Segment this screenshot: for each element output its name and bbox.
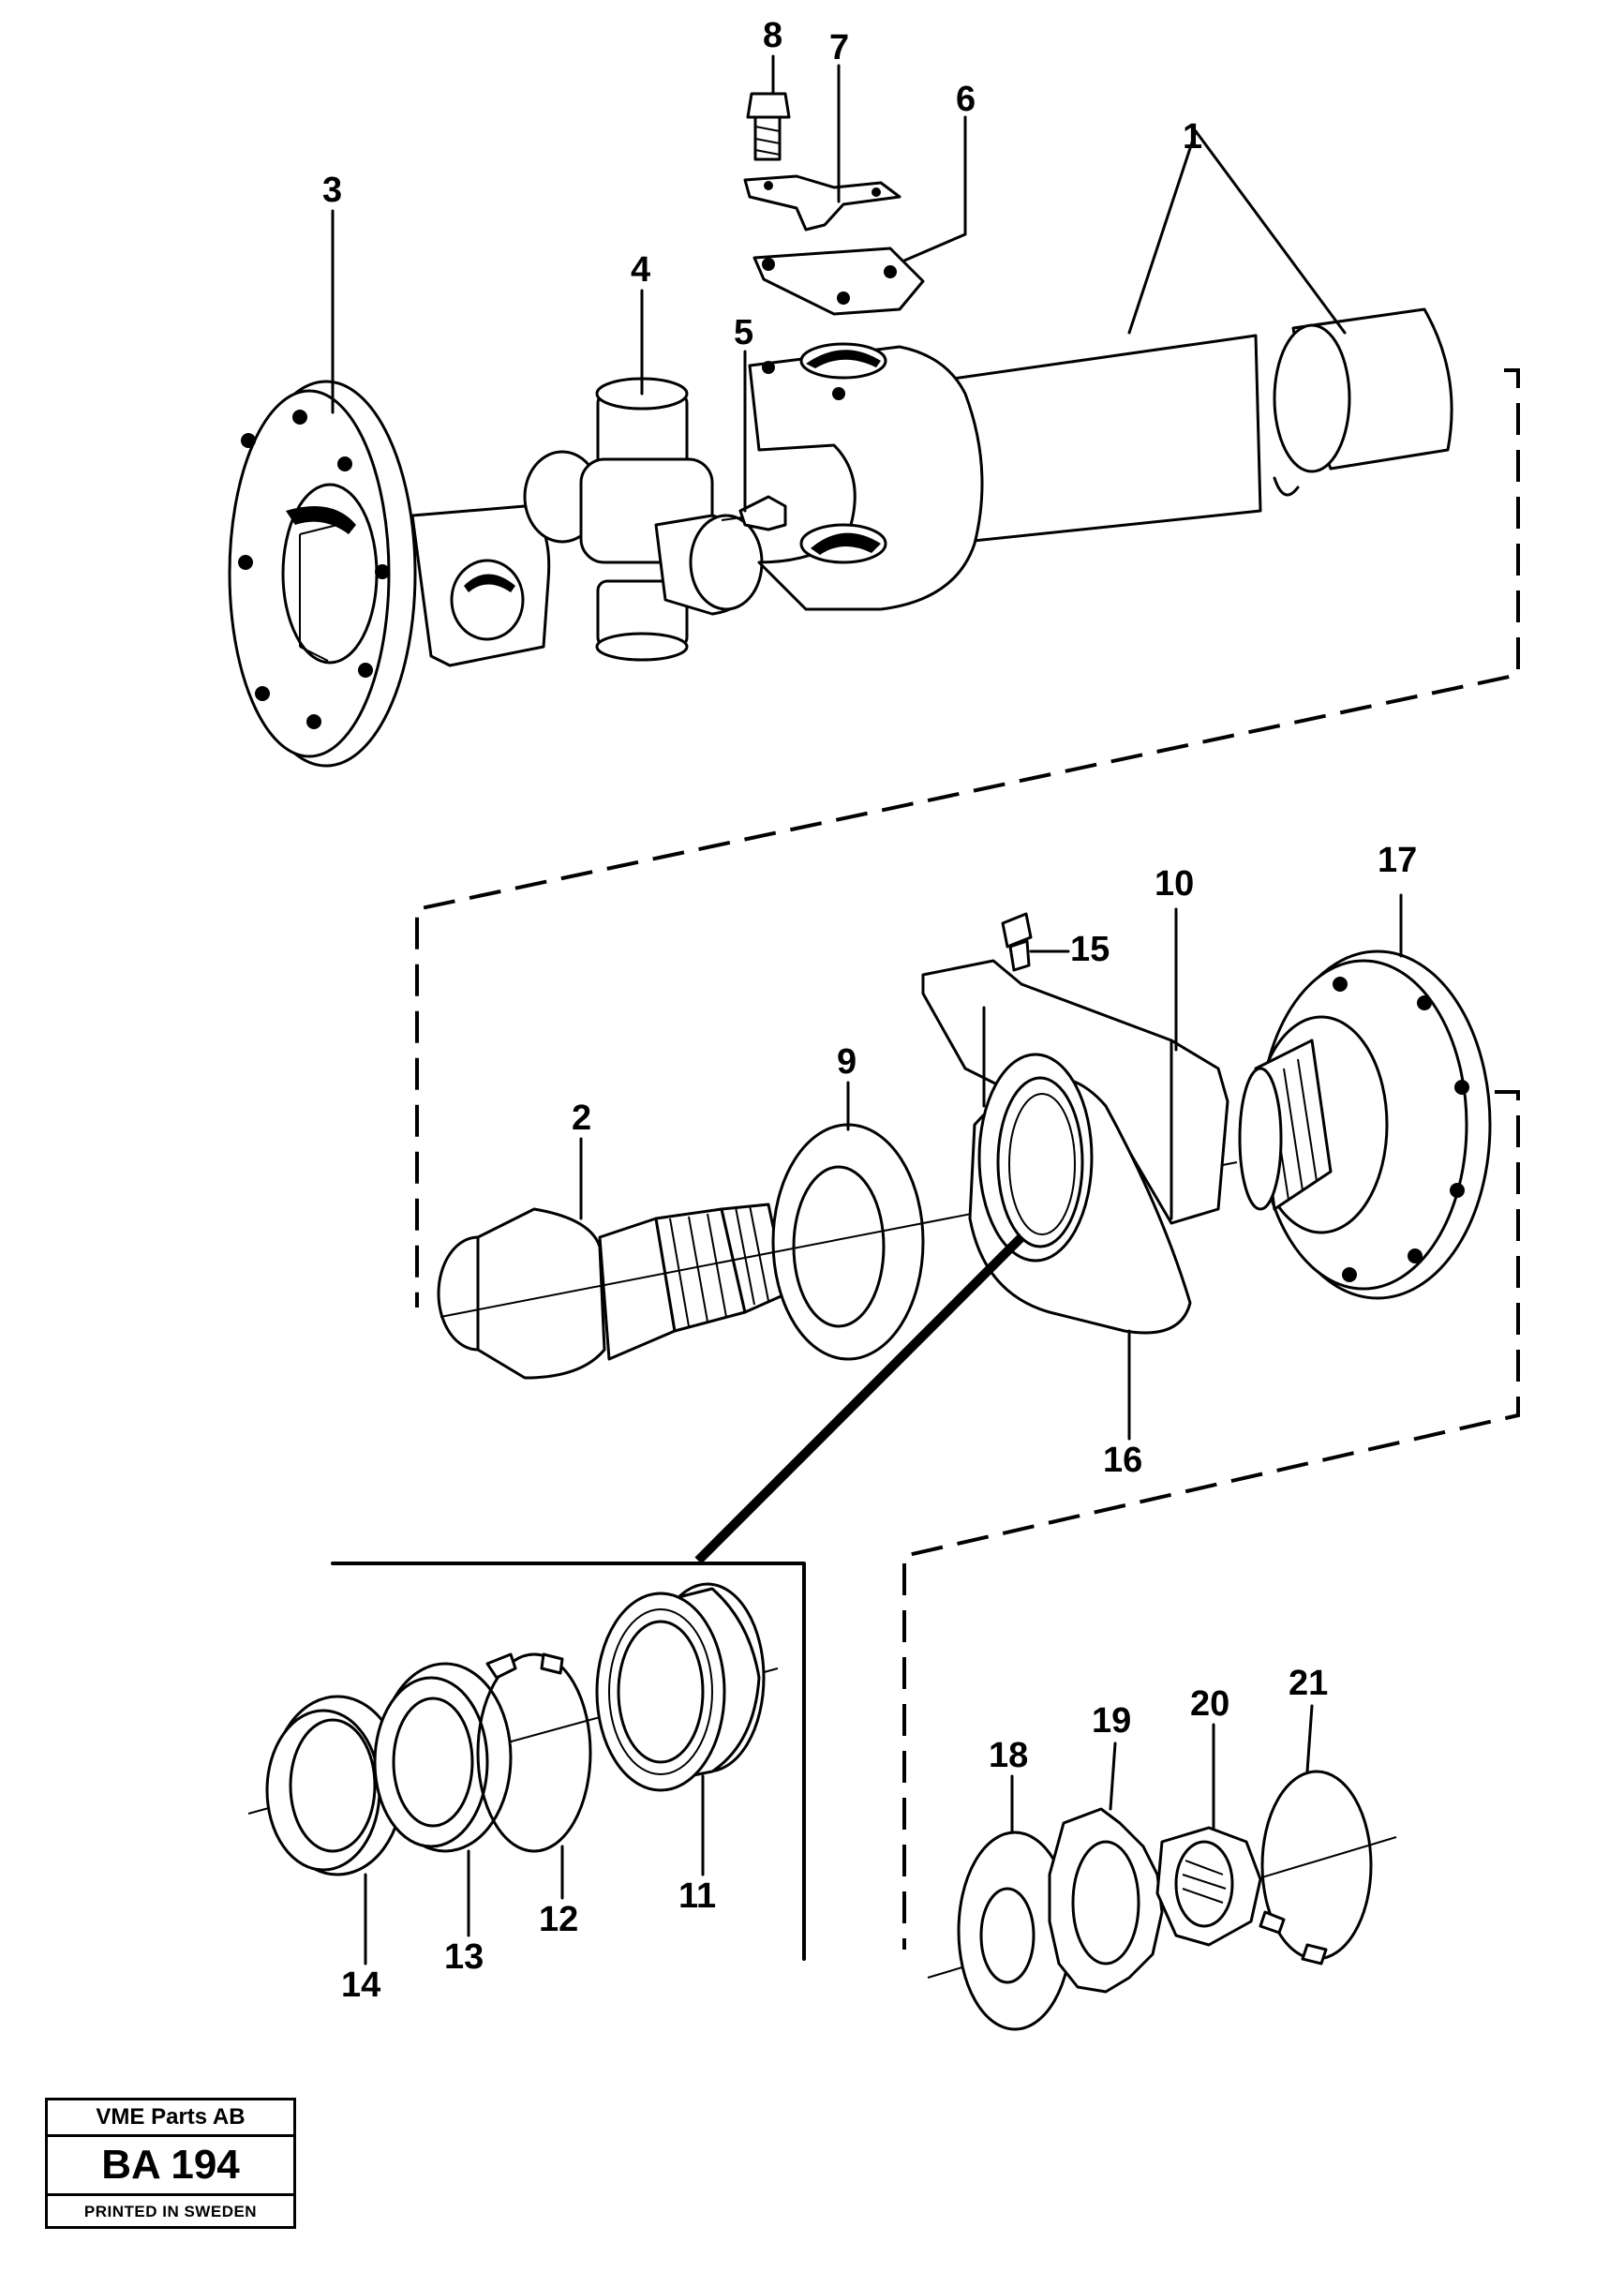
- companion-flange-part-17: [1238, 949, 1492, 1300]
- callout-19: 19: [1092, 1701, 1131, 1741]
- washer-part-18: [957, 1831, 1073, 2031]
- stub-shaft-part-2: [437, 1203, 789, 1380]
- detail-frame: [331, 1562, 806, 1961]
- callout-1: 1: [1183, 117, 1202, 157]
- cover-plate-part-6: [752, 247, 925, 316]
- detail-pointer-line: [694, 1233, 1025, 1564]
- callout-16: 16: [1103, 1441, 1142, 1480]
- printed-notice: PRINTED IN SWEDEN: [83, 2203, 258, 2220]
- shaft-with-yoke-part-1: [748, 307, 1453, 611]
- spacer-ring-part-9: [771, 1123, 925, 1361]
- callout-2: 2: [572, 1099, 591, 1138]
- bearing-housing-part-16: [968, 1053, 1192, 1335]
- callout-18: 18: [989, 1736, 1028, 1775]
- callout-10: 10: [1155, 864, 1194, 904]
- seal-ring-part-13: [373, 1662, 513, 1853]
- callout-11: 11: [678, 1876, 716, 1916]
- nut-part-20: [1155, 1826, 1262, 1947]
- callout-labels: 1 2 3 4 5 6 7 8 9 10 11 12 13 14 15 16 1…: [322, 16, 1417, 2005]
- universal-joint-cross-part-4: [523, 377, 764, 662]
- callout-6: 6: [956, 80, 976, 119]
- grease-nipple-part-15: [1001, 912, 1033, 972]
- callout-7: 7: [829, 28, 849, 67]
- callout-21: 21: [1289, 1664, 1328, 1703]
- assembly-link-dashed-2: [902, 1090, 1520, 1950]
- callout-3: 3: [322, 171, 342, 210]
- flange-yoke-part-3: [228, 380, 551, 768]
- callout-8: 8: [763, 16, 782, 55]
- diagram-code: BA 194: [48, 2137, 293, 2196]
- title-block: VME Parts AB BA 194 PRINTED IN SWEDEN: [45, 2098, 296, 2229]
- callout-13: 13: [444, 1937, 484, 1977]
- leader-lines: [331, 54, 1403, 1966]
- ball-bearing-part-11: [595, 1582, 766, 1792]
- circlip-part-12: [476, 1652, 592, 1853]
- circlip-part-21: [1259, 1770, 1373, 1966]
- callout-12: 12: [539, 1900, 578, 1939]
- bolt-part-8: [746, 92, 791, 161]
- callout-20: 20: [1190, 1684, 1229, 1724]
- lock-plate-part-7: [743, 174, 901, 232]
- company-name: VME Parts AB: [48, 2100, 293, 2137]
- assembly-link-dashed-1: [415, 368, 1520, 1308]
- grease-nipple-part-5: [721, 495, 787, 531]
- lock-washer-part-19: [1048, 1807, 1164, 1994]
- callout-14: 14: [341, 1966, 380, 2005]
- callout-4: 4: [631, 250, 650, 290]
- seal-part-14: [265, 1695, 405, 1876]
- callout-15: 15: [1070, 930, 1110, 969]
- callout-9: 9: [837, 1042, 857, 1082]
- callout-17: 17: [1378, 841, 1417, 880]
- callout-5: 5: [734, 313, 753, 352]
